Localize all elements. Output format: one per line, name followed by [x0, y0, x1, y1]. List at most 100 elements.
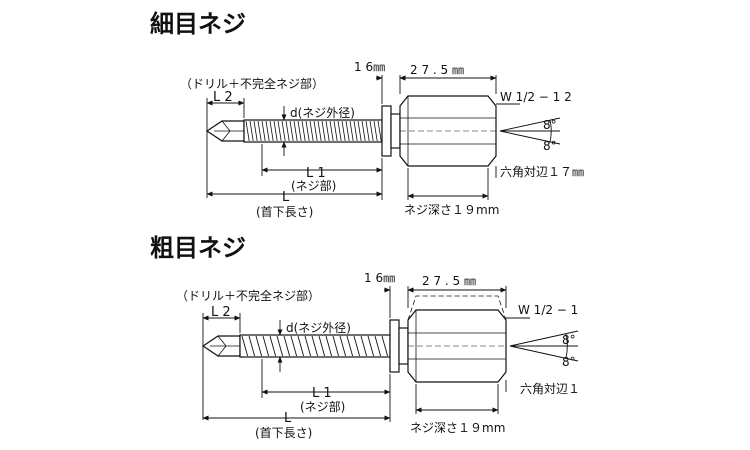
fine-thread-part-label: (ネジ部): [291, 178, 336, 193]
thread-line: [265, 120, 270, 142]
thread-line: [365, 120, 370, 142]
coarse-drill-label: （ドリル＋不完全ネジ部）: [176, 288, 320, 303]
thread-line: [321, 120, 326, 142]
fine-hex-size: 六角対辺１７㎜: [500, 165, 584, 179]
thread-line: [339, 335, 347, 357]
thread-line: [283, 335, 291, 357]
fine-drill-tip: [205, 120, 245, 142]
thread-line: [276, 335, 284, 357]
fine-l-label: L: [282, 190, 290, 205]
fine-angle-top: 8°: [543, 118, 557, 132]
thread-line: [373, 120, 378, 142]
coarse-thread-title: 粗目ネジ: [150, 234, 246, 262]
fine-threaded-shank: [243, 119, 383, 143]
fine-l1-label: L 1: [306, 166, 326, 181]
thread-line: [293, 120, 298, 142]
fine-washer-dim: 1 6㎜: [354, 60, 385, 74]
coarse-threaded-shank: [239, 334, 391, 358]
thread-line: [253, 120, 258, 142]
thread-line: [367, 335, 375, 357]
coarse-l-label: L: [284, 411, 292, 426]
thread-line: [249, 120, 254, 142]
coarse-hex-size: 六角対辺１: [520, 382, 580, 396]
thread-line: [361, 120, 366, 142]
fine-dimension-lines: [206, 75, 561, 200]
thread-line: [353, 120, 358, 142]
fine-thread-spec: W 1/2 − 1 2: [500, 90, 572, 104]
thread-line: [349, 120, 354, 142]
fine-angle-bottom: 8°: [543, 139, 557, 153]
thread-line: [304, 335, 312, 357]
fine-thread-depth: ネジ深さ１９mm: [404, 203, 499, 217]
thread-line: [289, 120, 294, 142]
thread-line: [255, 335, 263, 357]
fine-collar: [390, 113, 401, 149]
thread-line: [297, 120, 302, 142]
thread-line: [273, 120, 278, 142]
thread-line: [341, 120, 346, 142]
thread-line: [305, 120, 310, 142]
thread-line: [332, 335, 340, 357]
fine-drill-label: （ドリル＋不完全ネジ部）: [180, 76, 324, 91]
coarse-l2-label: L 2: [211, 305, 231, 320]
thread-line: [261, 120, 266, 142]
coarse-hex-nut: [407, 295, 507, 383]
fine-hex-nut: [399, 95, 497, 167]
coarse-nut-dim: 2 7 . 5 ㎜: [422, 274, 476, 288]
thread-line: [325, 335, 333, 357]
thread-line: [285, 120, 290, 142]
coarse-d-label: d(ネジ外径): [286, 321, 351, 335]
thread-line: [317, 120, 322, 142]
thread-line: [245, 120, 250, 142]
thread-line: [325, 120, 330, 142]
thread-line: [329, 120, 334, 142]
coarse-washer: [389, 319, 400, 373]
thread-line: [357, 120, 362, 142]
coarse-angle-bottom: 8°: [562, 355, 576, 369]
fine-thread-diagram: 細目ネジ: [150, 10, 584, 219]
thread-line: [269, 120, 274, 142]
thread-line: [318, 335, 326, 357]
thread-line: [311, 335, 319, 357]
coarse-collar: [398, 327, 409, 365]
thread-line: [333, 120, 338, 142]
thread-line: [377, 120, 382, 142]
thread-line: [257, 120, 262, 142]
fine-l2-label: L 2: [213, 90, 233, 105]
coarse-dimension-lines: [202, 286, 579, 422]
fine-washer: [381, 105, 392, 157]
thread-line: [290, 335, 298, 357]
fine-thread-title: 細目ネジ: [150, 10, 246, 38]
thread-line: [381, 335, 389, 357]
thread-line: [345, 120, 350, 142]
thread-line: [269, 335, 277, 357]
coarse-thread-part-label: (ネジ部): [300, 399, 345, 414]
thread-line: [346, 335, 354, 357]
thread-line: [374, 335, 382, 357]
thread-line: [277, 120, 282, 142]
coarse-angle-top: 8°: [562, 333, 576, 347]
thread-line: [360, 335, 368, 357]
thread-line: [281, 120, 286, 142]
thread-line: [248, 335, 256, 357]
coarse-neck-length-label: (首下長さ): [255, 426, 312, 440]
thread-line: [369, 120, 374, 142]
coarse-l1-label: L 1: [312, 386, 332, 401]
fine-neck-length-label: (首下長さ): [256, 205, 313, 219]
fine-d-label: d(ネジ外径): [290, 106, 355, 120]
thread-line: [241, 335, 249, 357]
coarse-thread-depth: ネジ深さ１９mm: [410, 421, 505, 435]
thread-line: [297, 335, 305, 357]
thread-line: [353, 335, 361, 357]
thread-line: [309, 120, 314, 142]
thread-line: [313, 120, 318, 142]
thread-line: [337, 120, 342, 142]
thread-line: [262, 335, 270, 357]
thread-line: [301, 120, 306, 142]
coarse-washer-dim: 1 6㎜: [364, 271, 395, 285]
fine-nut-dim: 2 7 . 5 ㎜: [410, 63, 464, 77]
coarse-drill-tip: [201, 335, 241, 357]
coarse-thread-spec: W 1/2 − 1: [518, 303, 578, 317]
coarse-thread-diagram: 粗目ネジ: [150, 234, 580, 440]
